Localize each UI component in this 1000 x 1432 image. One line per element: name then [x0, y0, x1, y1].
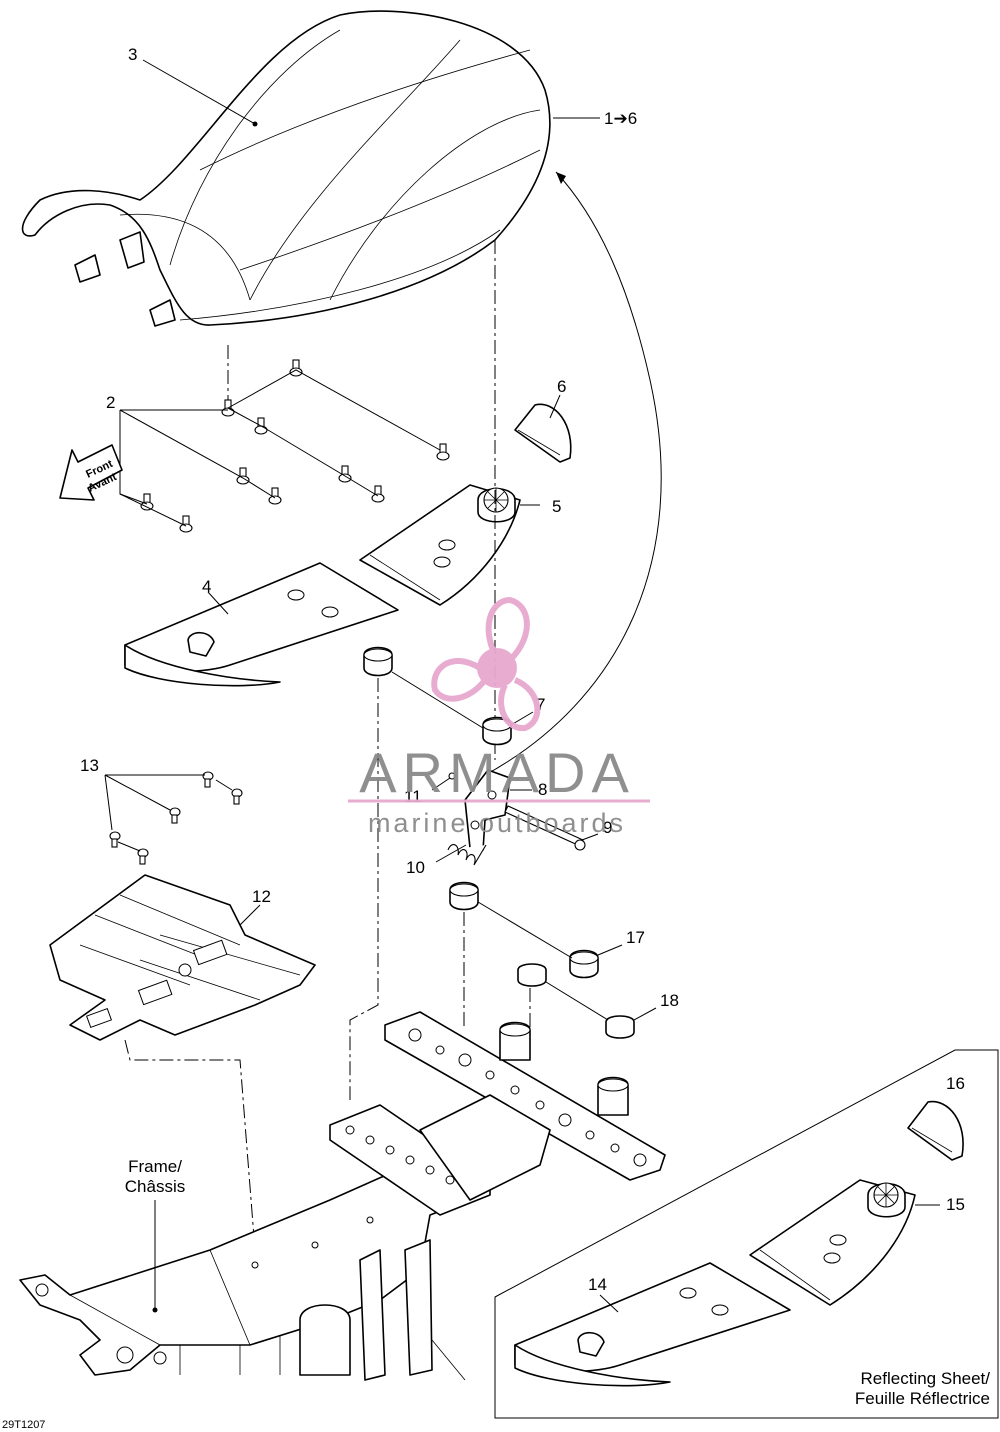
- seat: [21, 10, 551, 327]
- reflecting-sheet-label-en: Reflecting Sheet/: [861, 1369, 991, 1388]
- armada-watermark: ARMADA marine outboards: [348, 596, 650, 838]
- plate-dash: [124, 1039, 256, 1251]
- seat-fasteners: [119, 345, 450, 533]
- label-14: 14: [588, 1275, 607, 1294]
- grommets-7: [349, 646, 534, 1100]
- watermark-tagline: marine outboards: [368, 808, 626, 838]
- label-3: 3: [128, 45, 137, 64]
- label-15: 15: [946, 1195, 965, 1214]
- bolts-13: [104, 771, 243, 865]
- frame-label-en: Frame/: [128, 1157, 182, 1176]
- label-1-6: 1➔6: [604, 109, 637, 128]
- reflecting-sheet-label-fr: Feuille Réflectrice: [855, 1389, 990, 1408]
- label-5: 5: [552, 497, 561, 516]
- reflecting-sheet-inset: [494, 1049, 999, 1419]
- label-8: 8: [538, 780, 547, 799]
- label-6: 6: [557, 377, 566, 396]
- label-13: 13: [80, 756, 99, 775]
- latch-assembly: [431, 769, 599, 866]
- drawing-code: 29T1207: [2, 1419, 45, 1431]
- label-9: 9: [603, 818, 612, 837]
- propeller-logo-icon: [431, 596, 541, 732]
- label-12: 12: [252, 887, 271, 906]
- plugs-18: [517, 963, 657, 1039]
- label-16: 16: [946, 1074, 965, 1093]
- assembly-arc: [486, 171, 662, 775]
- skid-plate-12: [49, 874, 316, 1041]
- front-arrow: Front Avant: [59, 444, 123, 501]
- label-18: 18: [660, 991, 679, 1010]
- label-4: 4: [202, 577, 211, 596]
- label-2: 2: [106, 393, 115, 412]
- grommets-17: [449, 881, 623, 1030]
- reflecting-sheet-4: [124, 562, 399, 687]
- label-17: 17: [626, 928, 645, 947]
- reflector-6: [514, 403, 572, 463]
- watermark-brand: ARMADA: [359, 741, 635, 804]
- reflector-bracket-rear: [359, 484, 521, 606]
- label-7: 7: [536, 695, 545, 714]
- label-10: 10: [406, 858, 425, 877]
- callout-labels: 1➔6 2 3 4 5 6 7 8 9 10 11 12 13 14 15 16…: [2, 45, 990, 1431]
- frame: [19, 1011, 666, 1381]
- frame-label-fr: Châssis: [125, 1177, 185, 1196]
